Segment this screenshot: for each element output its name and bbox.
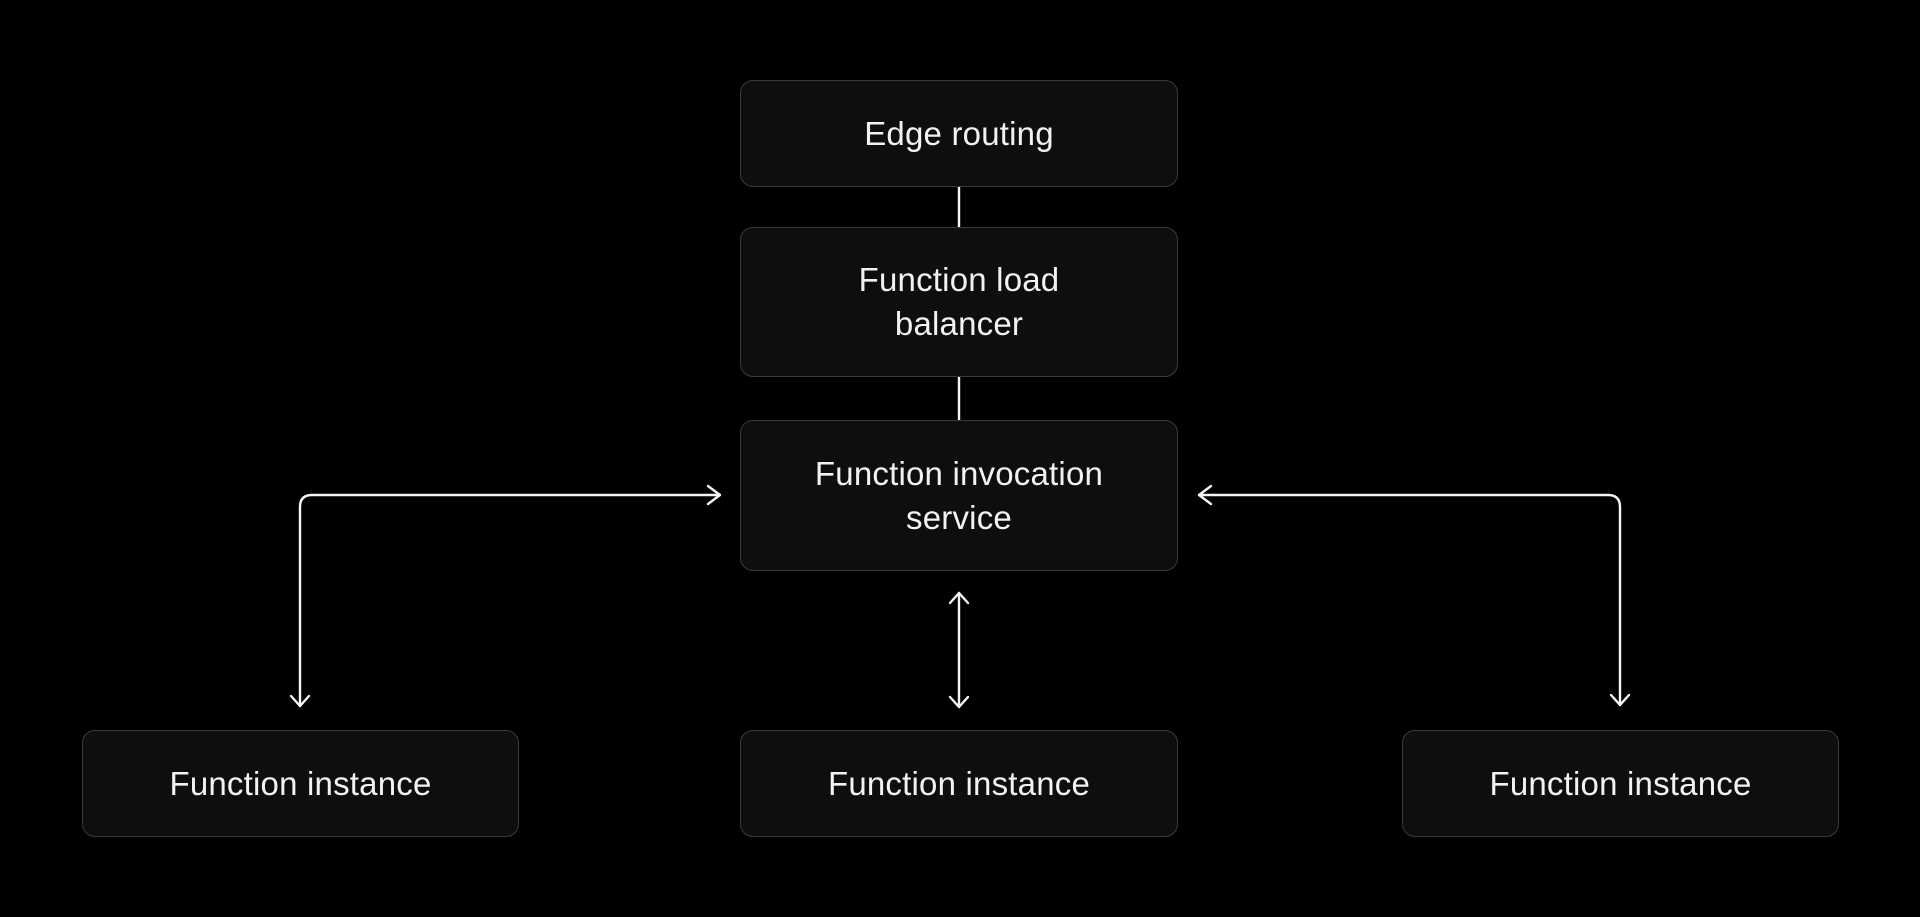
arrowhead-left-icon	[1197, 484, 1213, 506]
node-function-invocation-service: Function invocation service	[740, 420, 1178, 571]
arrowhead-right-icon	[706, 484, 722, 506]
arrowhead-down-icon	[289, 694, 311, 708]
arrowhead-down-icon	[1609, 693, 1631, 707]
connector-invocation-service-to-instance-middle	[948, 591, 970, 709]
arrowhead-down-icon	[948, 695, 970, 709]
node-function-instance-right: Function instance	[1402, 730, 1839, 837]
connector-invocation-service-to-instance-right	[1197, 484, 1631, 707]
node-edge-routing: Edge routing	[740, 80, 1178, 187]
node-function-instance-middle: Function instance	[740, 730, 1178, 837]
node-function-load-balancer: Function load balancer	[740, 227, 1178, 377]
arrowhead-up-icon	[948, 591, 970, 605]
connector-invocation-service-to-instance-left	[289, 484, 722, 708]
node-function-instance-left: Function instance	[82, 730, 519, 837]
